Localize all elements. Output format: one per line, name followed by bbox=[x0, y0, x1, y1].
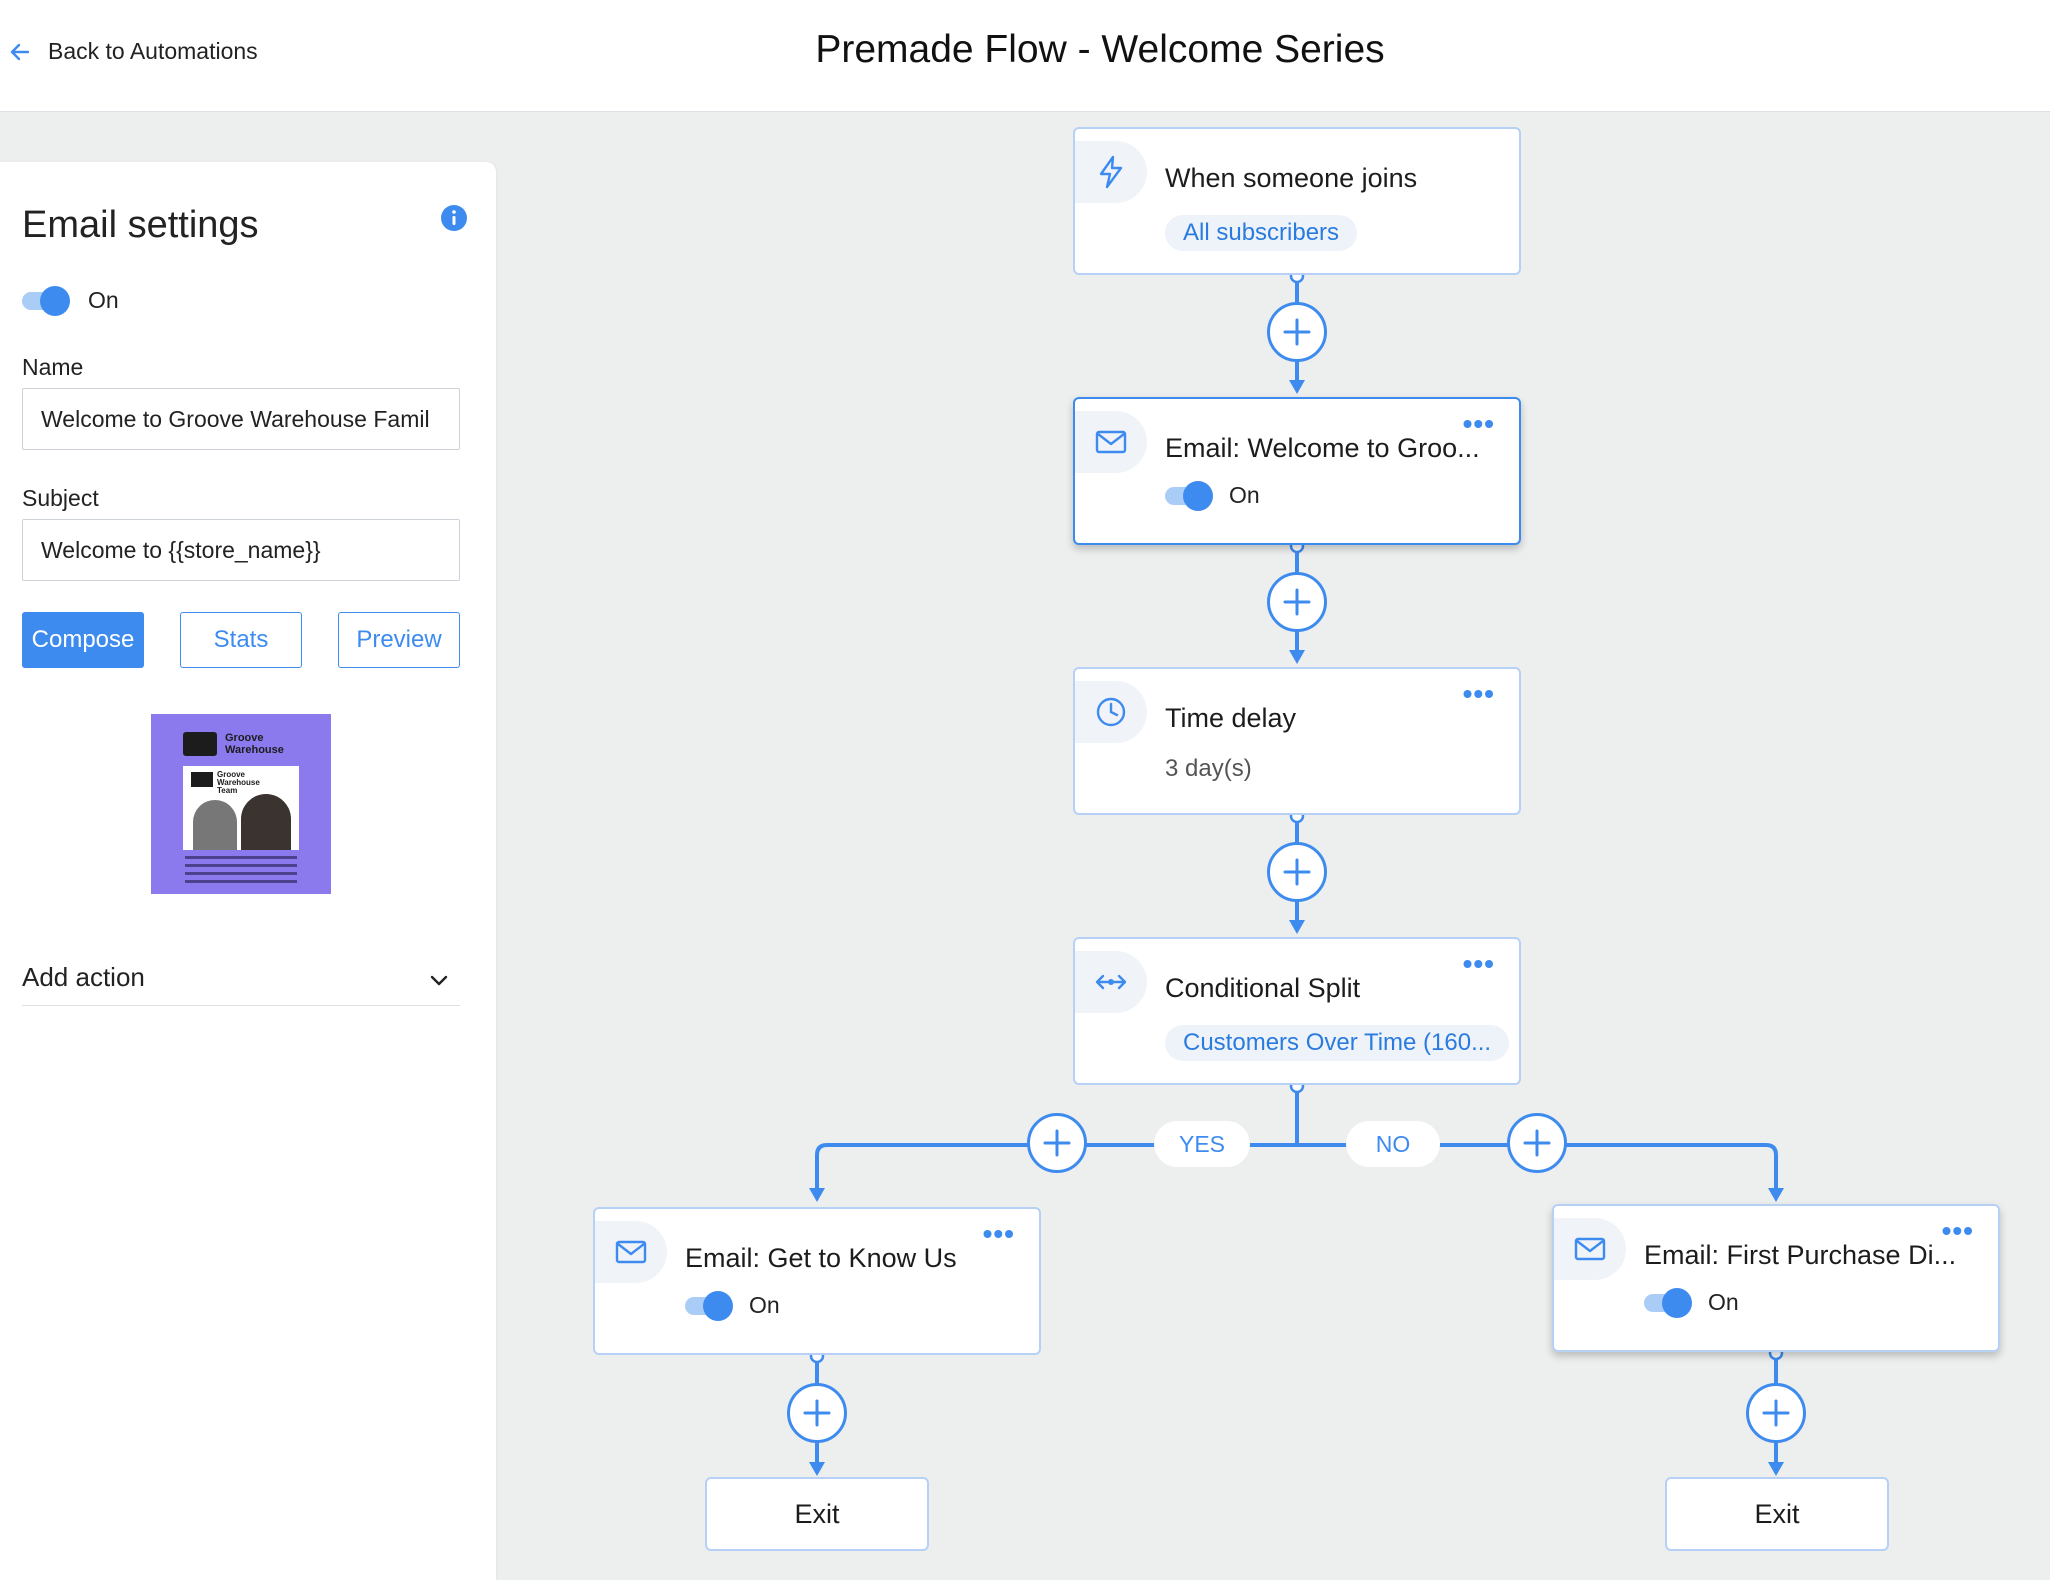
email-icon-pill bbox=[1075, 411, 1147, 473]
more-options-icon[interactable]: ••• bbox=[982, 1218, 1015, 1249]
info-icon[interactable] bbox=[440, 204, 468, 232]
compose-button[interactable]: Compose bbox=[22, 612, 144, 668]
add-step-button[interactable] bbox=[1267, 842, 1327, 902]
trigger-node[interactable]: When someone joins All subscribers bbox=[1073, 127, 1521, 275]
plus-icon bbox=[1523, 1129, 1551, 1157]
node-title: Time delay bbox=[1165, 703, 1297, 733]
add-step-button[interactable] bbox=[787, 1383, 847, 1443]
back-to-automations-link[interactable]: Back to Automations bbox=[10, 38, 258, 65]
email-settings-panel: Email settings On Name Welcome to Groove… bbox=[0, 162, 496, 1580]
node-toggle-row: On bbox=[1165, 481, 1260, 511]
envelope-icon bbox=[615, 1240, 647, 1264]
email-know-us-node[interactable]: Email: Get to Know Us On ••• bbox=[593, 1207, 1041, 1355]
team-photo-person-2 bbox=[241, 794, 291, 850]
team-photo-person-1 bbox=[193, 800, 237, 850]
add-step-no-button[interactable] bbox=[1507, 1113, 1567, 1173]
more-options-icon[interactable]: ••• bbox=[1462, 948, 1495, 979]
lightning-icon bbox=[1099, 155, 1123, 189]
toggle-label: On bbox=[749, 1291, 780, 1318]
envelope-icon bbox=[1574, 1237, 1606, 1261]
name-field[interactable]: Welcome to Groove Warehouse Famil bbox=[22, 388, 460, 450]
add-action-label: Add action bbox=[22, 962, 145, 992]
email-icon-pill bbox=[595, 1221, 667, 1283]
envelope-icon bbox=[1095, 430, 1127, 454]
node-title: Email: Get to Know Us bbox=[685, 1243, 957, 1273]
node-title: When someone joins bbox=[1165, 163, 1418, 193]
node-enabled-toggle[interactable] bbox=[1644, 1288, 1692, 1318]
add-step-yes-button[interactable] bbox=[1027, 1113, 1087, 1173]
arrow-left-icon bbox=[10, 43, 30, 60]
groove-mini-logo bbox=[191, 772, 213, 787]
more-options-icon[interactable]: ••• bbox=[1941, 1215, 1974, 1246]
segment-tag: Customers Over Time (160... bbox=[1165, 1025, 1510, 1061]
yes-branch-label: YES bbox=[1154, 1121, 1250, 1167]
thumbnail-text-lines bbox=[185, 856, 297, 888]
panel-title: Email settings bbox=[22, 204, 259, 246]
top-bar: Back to Automations Premade Flow - Welco… bbox=[0, 0, 2050, 112]
delay-icon-pill bbox=[1075, 681, 1147, 743]
email-first-purchase-node[interactable]: Email: First Purchase Di... On ••• bbox=[1552, 1204, 2000, 1352]
node-enabled-toggle[interactable] bbox=[1165, 481, 1213, 511]
node-toggle-row: On bbox=[1644, 1288, 1739, 1318]
subject-label: Subject bbox=[22, 485, 99, 511]
thumbnail-card: Groove Warehouse Team bbox=[183, 766, 299, 850]
email-preview-thumbnail[interactable]: Groove Warehouse Groove Warehouse Team bbox=[151, 714, 331, 894]
clock-icon bbox=[1096, 697, 1126, 727]
add-step-button[interactable] bbox=[1746, 1383, 1806, 1443]
plus-icon bbox=[1283, 858, 1311, 886]
node-enabled-toggle[interactable] bbox=[685, 1291, 733, 1321]
split-icon-pill bbox=[1075, 951, 1147, 1013]
add-step-button[interactable] bbox=[1267, 572, 1327, 632]
time-delay-node[interactable]: Time delay 3 day(s) ••• bbox=[1073, 667, 1521, 815]
no-branch-label: NO bbox=[1346, 1121, 1440, 1167]
subject-field[interactable]: Welcome to {{store_name}} bbox=[22, 519, 460, 581]
plus-icon bbox=[1043, 1129, 1071, 1157]
email-enabled-toggle[interactable] bbox=[22, 286, 70, 316]
toggle-label: On bbox=[88, 286, 119, 313]
conditional-split-node[interactable]: Conditional Split Customers Over Time (1… bbox=[1073, 937, 1521, 1085]
chevron-down-icon bbox=[430, 975, 448, 986]
email-icon-pill bbox=[1554, 1218, 1626, 1280]
groove-logo bbox=[183, 732, 217, 756]
toggle-label: On bbox=[1708, 1288, 1739, 1315]
thumbnail-brand: Groove Warehouse bbox=[225, 732, 284, 756]
plus-icon bbox=[803, 1399, 831, 1427]
node-title: Conditional Split bbox=[1165, 973, 1361, 1003]
email-enabled-row: On bbox=[22, 286, 119, 316]
audience-tag: All subscribers bbox=[1165, 215, 1358, 251]
more-options-icon[interactable]: ••• bbox=[1462, 408, 1495, 439]
email-welcome-node[interactable]: Email: Welcome to Groo... On ••• bbox=[1073, 397, 1521, 545]
plus-icon bbox=[1762, 1399, 1790, 1427]
node-toggle-row: On bbox=[685, 1291, 780, 1321]
back-link-label: Back to Automations bbox=[48, 38, 258, 64]
split-arrows-icon bbox=[1095, 974, 1127, 990]
add-step-button[interactable] bbox=[1267, 302, 1327, 362]
node-title: Email: Welcome to Groo... bbox=[1165, 433, 1480, 463]
name-label: Name bbox=[22, 354, 84, 380]
preview-button[interactable]: Preview bbox=[338, 612, 460, 668]
stats-button[interactable]: Stats bbox=[180, 612, 302, 668]
plus-icon bbox=[1283, 318, 1311, 346]
add-action-dropdown[interactable]: Add action bbox=[22, 962, 460, 1006]
page-title: Premade Flow - Welcome Series bbox=[815, 28, 1385, 71]
delay-duration: 3 day(s) bbox=[1165, 755, 1252, 782]
more-options-icon[interactable]: ••• bbox=[1462, 678, 1495, 709]
toggle-label: On bbox=[1229, 481, 1260, 508]
plus-icon bbox=[1283, 588, 1311, 616]
exit-node-left[interactable]: Exit bbox=[705, 1477, 929, 1551]
thumbnail-card-brand: Groove Warehouse Team bbox=[217, 770, 260, 795]
trigger-icon-pill bbox=[1075, 141, 1147, 203]
exit-node-right[interactable]: Exit bbox=[1665, 1477, 1889, 1551]
node-title: Email: First Purchase Di... bbox=[1644, 1240, 1957, 1270]
